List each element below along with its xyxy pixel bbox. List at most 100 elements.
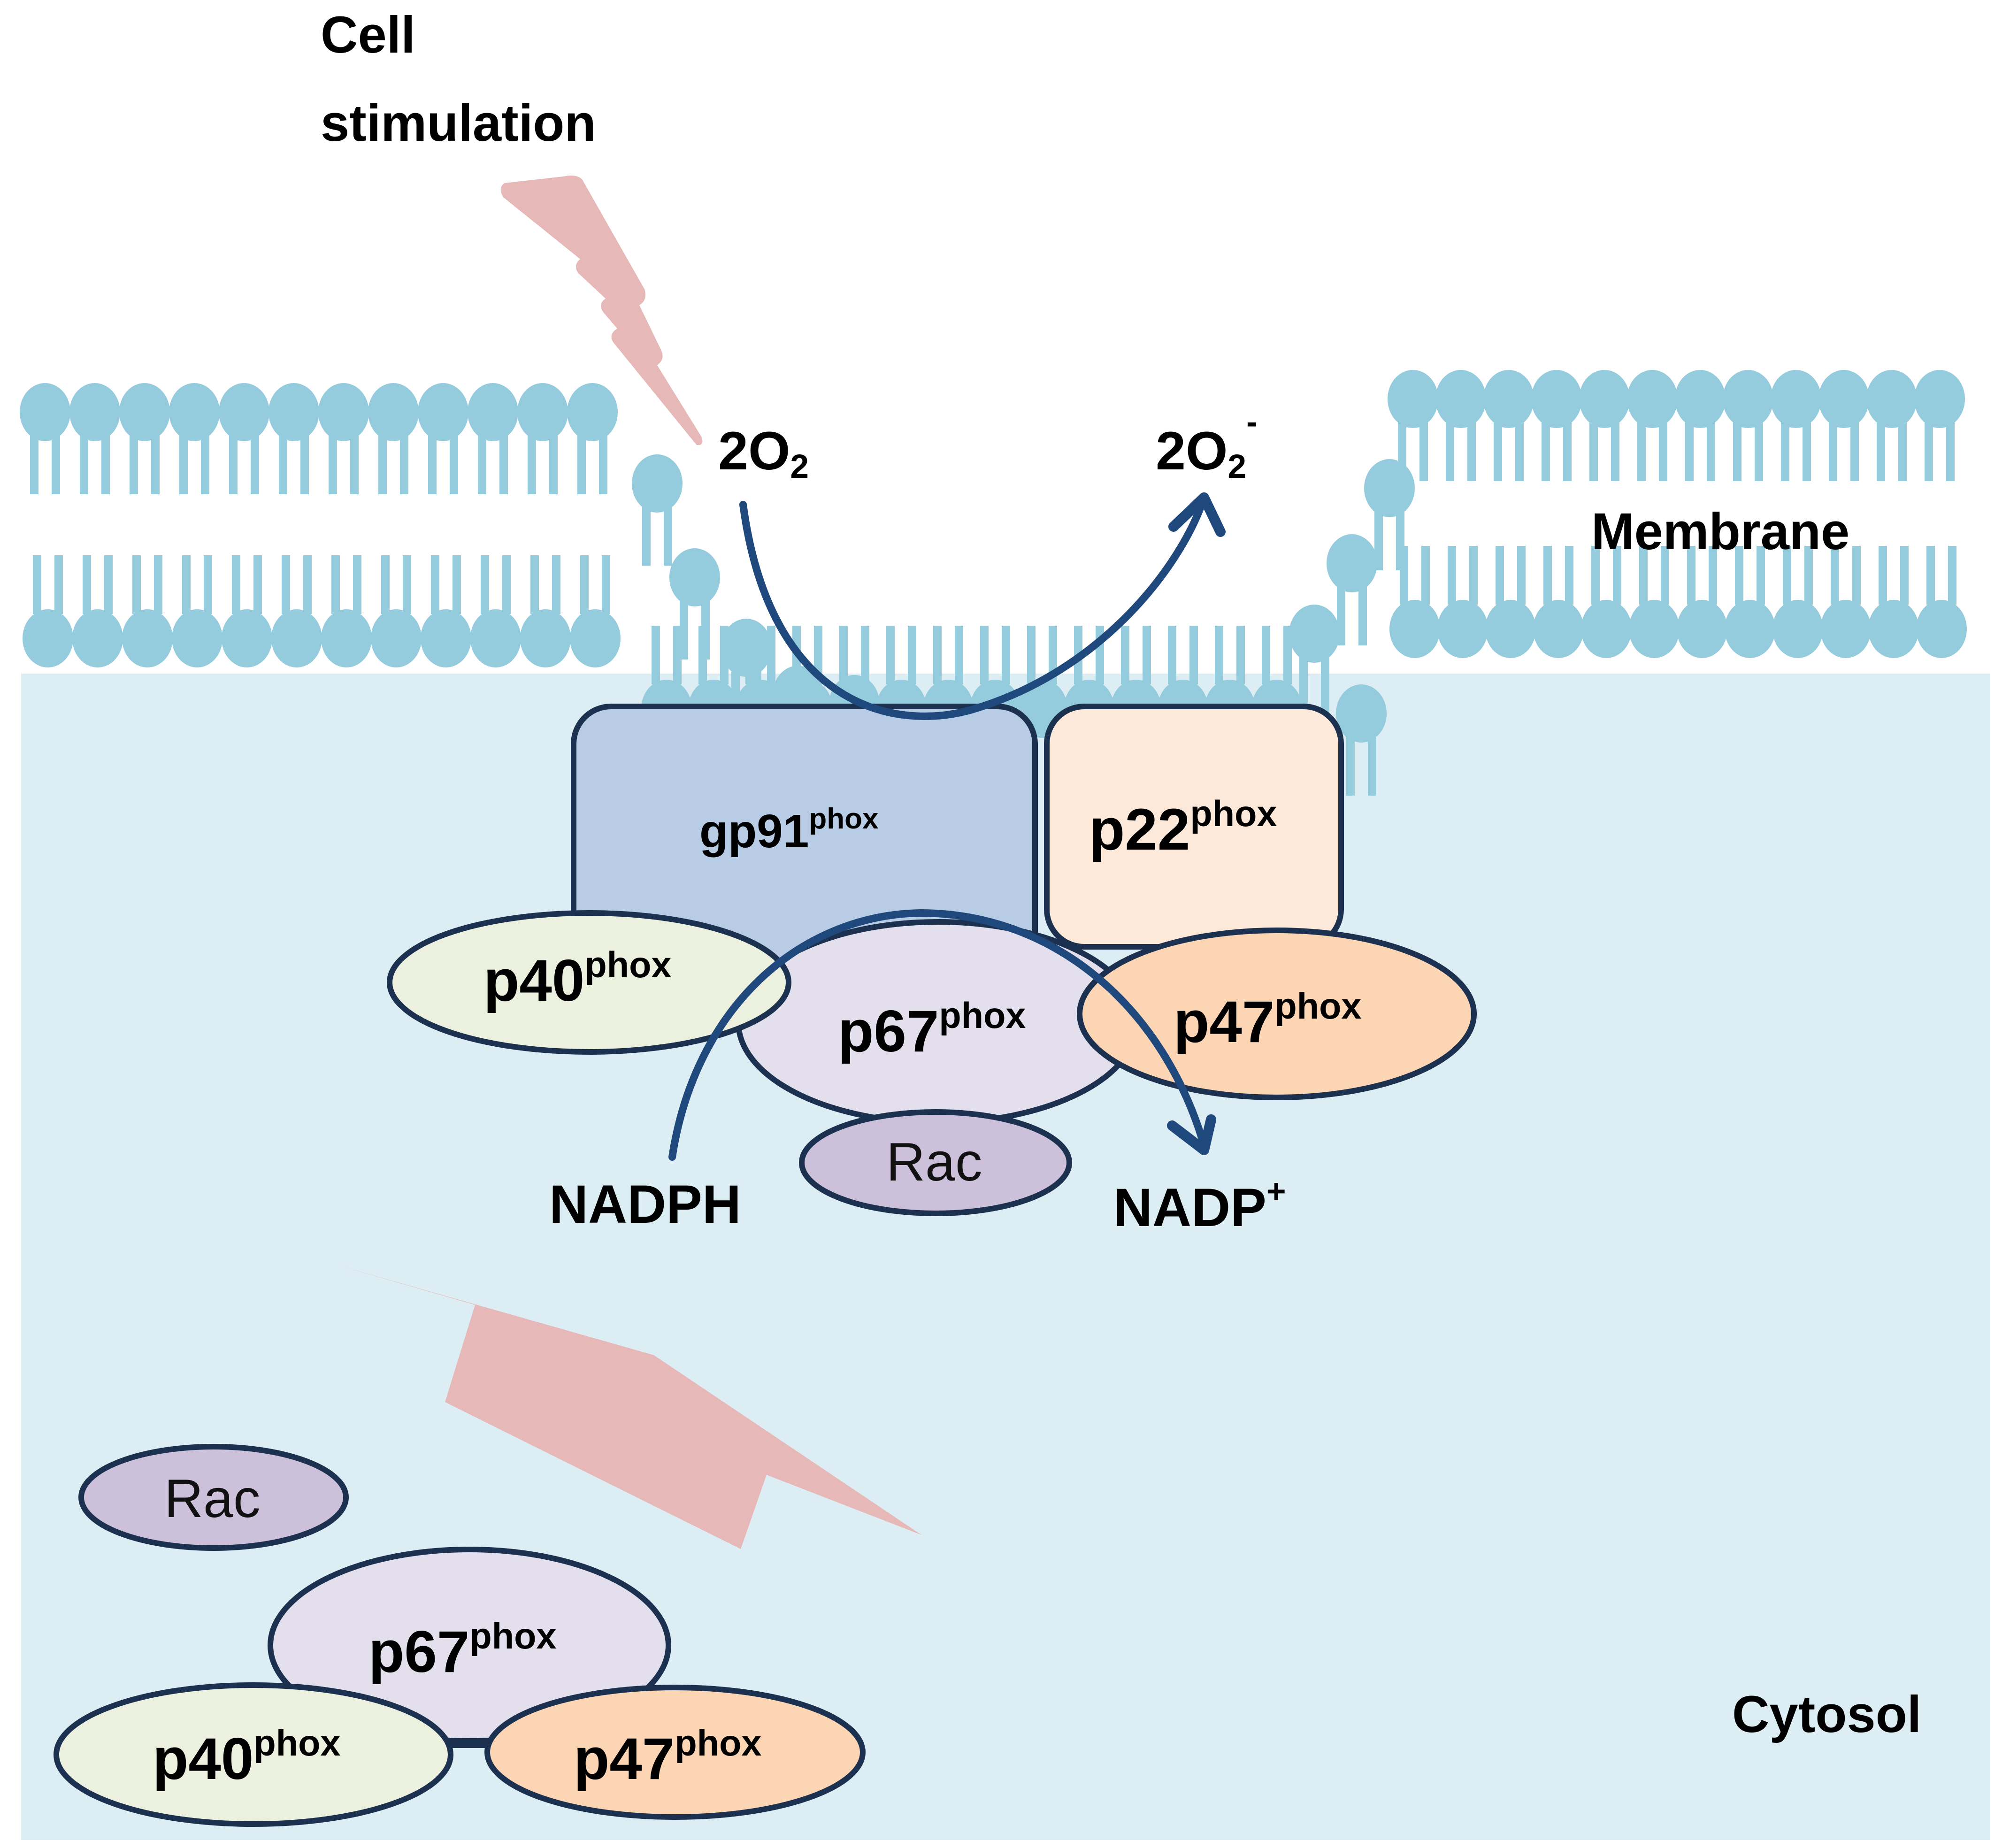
lipid-tail	[1121, 626, 1129, 684]
electron-transfer-arrow	[668, 909, 1208, 1161]
lipid-tail	[1542, 422, 1550, 481]
rac-protein-cytosol	[78, 1444, 349, 1551]
lipid-tail	[499, 436, 508, 494]
lipid-head	[1437, 600, 1488, 658]
lipid-tail	[378, 436, 387, 494]
lipid-tail	[1707, 422, 1715, 481]
lipid-tail	[1321, 657, 1329, 716]
lipid-tail	[1803, 422, 1811, 481]
lipid-tail	[1589, 422, 1598, 481]
lipid-head	[418, 383, 468, 441]
membrane-bilayer-right	[1388, 370, 1967, 658]
lipid-tail	[151, 436, 160, 494]
lipid-tail	[331, 555, 340, 614]
lipid-tail	[1517, 546, 1526, 605]
lipid-tail	[1783, 546, 1791, 605]
arrowhead-up-icon	[1168, 492, 1226, 537]
lipid-head	[122, 609, 173, 667]
lipid-tail	[428, 436, 437, 494]
lipid-tail	[30, 436, 38, 494]
lipid-tail	[303, 555, 312, 614]
lipid-tail	[1659, 422, 1667, 481]
lipid-tail	[1639, 546, 1648, 605]
lipid-tail	[1494, 422, 1502, 481]
lipid-head	[1336, 684, 1387, 743]
lipid-tail	[577, 436, 586, 494]
lipid-tail	[350, 436, 359, 494]
lipid-tail	[1733, 422, 1741, 481]
lipid-head	[570, 609, 621, 667]
lipid-tail	[1925, 422, 1933, 481]
lipid-tail	[1358, 587, 1367, 645]
lipid-head	[1677, 600, 1727, 658]
lipid-head	[1627, 370, 1678, 428]
lipid-tail	[652, 626, 660, 684]
lipid-tail	[33, 555, 41, 614]
lipid-tail	[154, 555, 162, 614]
lipid-head	[1388, 370, 1438, 428]
lipid-tail	[1421, 546, 1430, 605]
lipid-tail	[182, 555, 191, 614]
lipid-head	[632, 454, 683, 513]
lipid-head	[20, 383, 70, 441]
lipid-tail	[229, 436, 238, 494]
lipid-tail	[1446, 422, 1454, 481]
lipid-head	[1435, 370, 1486, 428]
lipid-head	[1581, 600, 1632, 658]
lipid-tail	[279, 436, 287, 494]
lipid-tail	[528, 436, 536, 494]
lipid-tail	[1591, 546, 1600, 605]
lipid-head	[421, 609, 471, 667]
lipid-tail	[599, 436, 607, 494]
lipid-tail	[179, 436, 188, 494]
arrowhead-down-icon	[1167, 1114, 1216, 1155]
lipid-head	[371, 609, 422, 667]
lipid-head	[468, 383, 518, 441]
lipid-tail	[481, 555, 489, 614]
lipid-head	[1916, 600, 1967, 658]
lipid-tail	[1735, 546, 1743, 605]
lipid-tail	[502, 555, 511, 614]
lipid-tail	[1879, 546, 1887, 605]
superoxide-label: 2O2-	[1156, 403, 1258, 485]
lipid-tail	[1563, 422, 1572, 481]
lipid-tail	[1850, 422, 1859, 481]
lipid-head	[318, 383, 369, 441]
lipid-tail	[1926, 546, 1935, 605]
lipid-tail	[381, 555, 390, 614]
lipid-head	[69, 383, 120, 441]
lipid-tail	[204, 555, 212, 614]
lipid-tail	[1299, 657, 1308, 716]
lipid-tail	[453, 555, 461, 614]
lipid-head	[1820, 600, 1871, 658]
lipid-tail	[1469, 546, 1478, 605]
lipid-tail	[1613, 546, 1621, 605]
p22phox-label: p22phox	[1089, 794, 1277, 862]
nadph-label: NADPH	[549, 1174, 741, 1235]
p40phox-protein-cytosol	[54, 1682, 453, 1827]
lipid-tail	[1374, 512, 1383, 570]
lipid-head	[1327, 534, 1377, 592]
lipid-tail	[549, 436, 558, 494]
lipid-tail	[1565, 546, 1573, 605]
lipid-tail	[1829, 422, 1837, 481]
lipid-tail	[1852, 546, 1861, 605]
lipid-head	[567, 383, 618, 441]
nadp-label: NADP+	[1113, 1173, 1286, 1238]
lipid-head	[1485, 600, 1536, 658]
lipid-head	[1914, 370, 1965, 428]
lipid-tail	[300, 436, 309, 494]
lipid-tail	[1027, 626, 1036, 684]
lipid-tail	[1515, 422, 1524, 481]
lipid-tail	[1804, 546, 1813, 605]
lipid-tail	[1368, 737, 1376, 796]
lipid-tail	[580, 555, 589, 614]
lipid-head	[119, 383, 170, 441]
membrane-bilayer-left	[20, 383, 621, 667]
lipid-head	[1629, 600, 1680, 658]
lipid-tail	[1685, 422, 1694, 481]
superoxide-production-arrow	[739, 494, 1208, 720]
lipid-tail	[450, 436, 458, 494]
lipid-tail	[1877, 422, 1885, 481]
